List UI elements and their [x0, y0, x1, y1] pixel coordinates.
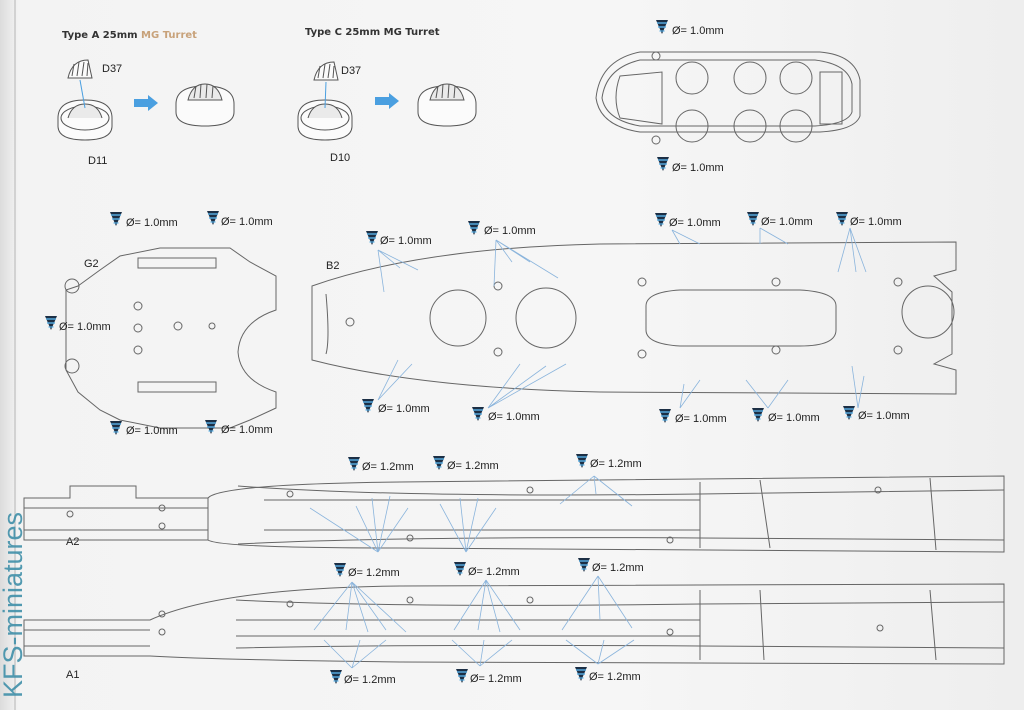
a2-drill-2: Ø= 1.2mm	[447, 460, 499, 472]
part-label-b2: B2	[326, 260, 339, 272]
a2-drill-1: Ø= 1.2mm	[362, 461, 414, 473]
b2-deck-part	[311, 241, 957, 395]
type-a-title: Type A 25mm MG Turret	[62, 30, 197, 41]
type-a-part-base: D11	[88, 155, 107, 167]
b2-leader-lines	[377, 227, 867, 409]
b2-drill-9: Ø= 1.0mm	[768, 412, 820, 424]
type-c-title: Type C 25mm MG Turret	[305, 27, 440, 38]
part-label-g2: G2	[84, 258, 99, 270]
watermark-text: KFS-miniatures	[0, 512, 28, 698]
type-a-part-top: D37	[102, 63, 122, 75]
type-c-turret-assembly	[297, 61, 477, 141]
deck-top-drill-2-text: Ø= 1.0mm	[672, 162, 724, 174]
b2-drill-1: Ø= 1.0mm	[380, 235, 432, 247]
a1-leader-lines	[313, 575, 635, 669]
kfs-watermark: KFS-miniatures	[0, 512, 28, 698]
b2-drill-3: Ø= 1.0mm	[669, 217, 721, 229]
g2-drill-2: Ø= 1.0mm	[221, 216, 273, 228]
a2-leader-lines	[309, 475, 633, 553]
b2-drill-2: Ø= 1.0mm	[484, 225, 536, 237]
part-label-a2: A2	[66, 536, 79, 548]
g2-drill-1: Ø= 1.0mm	[126, 217, 178, 229]
type-a-turret-assembly	[57, 59, 235, 141]
a1-drill-5: Ø= 1.2mm	[470, 673, 522, 685]
deck-top-drill-1-text: Ø= 1.0mm	[672, 25, 724, 37]
g2-part	[64, 247, 277, 429]
a1-drill-6: Ø= 1.2mm	[589, 671, 641, 683]
g2-drill-4: Ø= 1.0mm	[126, 425, 178, 437]
part-label-a1: A1	[66, 669, 79, 681]
type-c-part-top: D37	[341, 65, 361, 77]
a1-drill-4: Ø= 1.2mm	[344, 674, 396, 686]
a2-drill-3: Ø= 1.2mm	[590, 458, 642, 470]
a2-hull-part	[23, 475, 1005, 553]
g2-drill-5: Ø= 1.0mm	[221, 424, 273, 436]
b2-drill-6: Ø= 1.0mm	[378, 403, 430, 415]
a1-drill-1: Ø= 1.2mm	[348, 567, 400, 579]
page-fold	[14, 0, 16, 710]
b2-drill-10: Ø= 1.0mm	[858, 410, 910, 422]
a1-hull-part	[23, 583, 1005, 665]
a1-drill-2: Ø= 1.2mm	[468, 566, 520, 578]
b2-drill-7: Ø= 1.0mm	[488, 411, 540, 423]
g2-drill-3: Ø= 1.0mm	[59, 321, 111, 333]
superstructure-deck-part	[595, 51, 861, 145]
b2-drill-4: Ø= 1.0mm	[761, 216, 813, 228]
a1-drill-3: Ø= 1.2mm	[592, 562, 644, 574]
type-c-part-base: D10	[330, 152, 350, 164]
b2-drill-5: Ø= 1.0mm	[850, 216, 902, 228]
b2-drill-8: Ø= 1.0mm	[675, 413, 727, 425]
